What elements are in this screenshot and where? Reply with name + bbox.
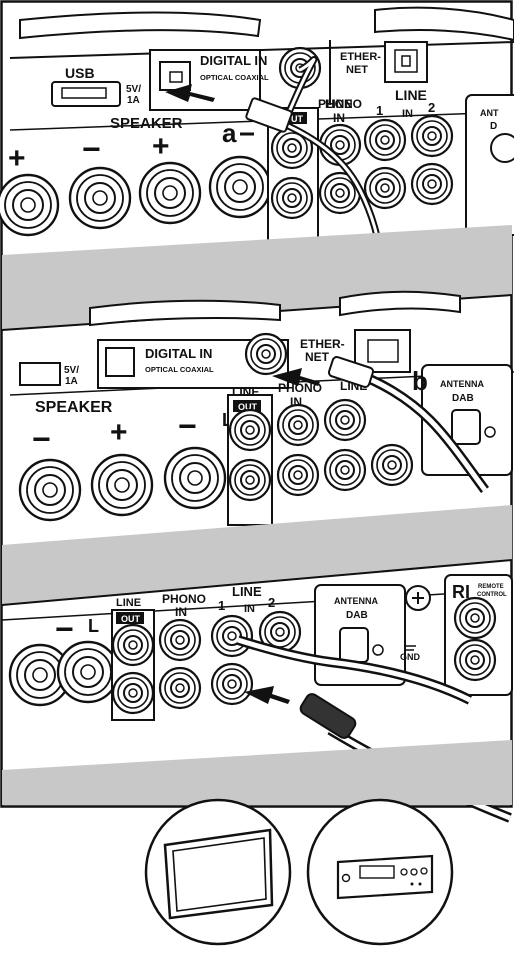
line-out-jack [272,178,312,218]
line-in-1: 1 [218,598,225,613]
speaker-terminal [165,448,225,508]
ri-jack [455,640,495,680]
ethernet-label-2: NET [305,350,330,364]
antenna-label-1: ANTENNA [334,596,378,606]
speaker-terminal [92,455,152,515]
antenna-label-2: DAB [452,393,474,404]
line-out-badge: OUT [121,614,141,624]
ethernet-label-1: ETHER- [300,337,345,351]
phono-label: PHONO [162,592,206,606]
speaker-terminal [140,163,200,223]
speaker-terminal [0,175,58,235]
line-in-in: IN [402,108,413,120]
line-in-jack [412,164,452,204]
phono-jack [278,405,318,445]
line-in-jack [212,616,252,656]
remote-label-2: CONTROL [477,592,507,598]
line-out-jack [113,625,153,665]
line-in-2: 2 [268,595,275,610]
antenna-label-2: DAB [346,610,368,621]
plus-sign: + [110,416,128,449]
speaker-terminal [70,168,130,228]
digital-in-sublabel: OPTICAL COAXIAL [200,73,269,82]
ethernet-label-2: NET [346,64,368,76]
usb-rating-1: 5V/ [126,84,141,95]
phono-jack [278,455,318,495]
line-in-jack [372,445,412,485]
digital-in-sublabel: OPTICAL COAXIAL [145,365,214,374]
callout-b: b [412,366,428,396]
usb-rating-2: 1A [127,95,140,106]
speaker-terminal [210,157,270,217]
speaker-label: SPEAKER [110,115,183,132]
line-in-1: 1 [376,103,383,118]
antenna-partial-1: ANT [480,108,499,118]
line-header: LINE [232,385,259,399]
digital-in-label: DIGITAL IN [145,346,212,361]
phono-jack [160,620,200,660]
ri-jack [455,598,495,638]
minus-sign-1: − [82,131,101,167]
tv-icon [165,830,272,918]
cd-player-icon [338,856,432,898]
line-in-2: 2 [428,100,435,115]
minus-sign: − [178,408,197,444]
source-devices [146,800,452,944]
l-marker: L [88,616,99,636]
optical-port [106,348,134,376]
line-in-header: LINE [395,87,427,103]
line-in-jack [325,400,365,440]
plus-sign-2: + [152,130,170,163]
line-out-jack [113,673,153,713]
usb-label: USB [65,65,95,81]
ethernet-port [385,42,427,82]
line-in-jack [365,168,405,208]
line-in-jack [412,116,452,156]
line-in-jack [365,120,405,160]
line-in-jack [212,664,252,704]
gnd-label: GND [400,652,421,662]
line-out-jack [230,410,270,450]
usb-rating-1: 5V/ [64,365,79,376]
remote-label-1: REMOTE [478,584,504,590]
line-in-in: IN [244,603,255,615]
digital-in-label: DIGITAL IN [200,53,267,68]
phono-jack [160,668,200,708]
plus-sign-1: + [8,142,26,175]
coaxial-port [246,334,286,374]
phono-in-label: IN [175,605,187,619]
phono-in-label: IN [333,111,345,125]
line-out-jack [230,460,270,500]
ethernet-label-1: ETHER- [340,51,381,63]
antenna-label-1: ANTENNA [440,379,484,389]
line-header: LINE [116,597,141,609]
usb-rating-2: 1A [65,376,78,387]
speaker-label: SPEAKER [35,399,113,416]
speaker-terminal [58,642,118,702]
line-in-header: LINE [232,584,262,599]
antenna-partial-2: D [490,121,497,132]
phono-label: PHONO [318,97,362,111]
callout-a: a [222,118,237,148]
minus-sign: − [55,611,74,647]
line-in-jack [325,450,365,490]
minus-sign: − [32,421,51,457]
speaker-terminal [20,460,80,520]
